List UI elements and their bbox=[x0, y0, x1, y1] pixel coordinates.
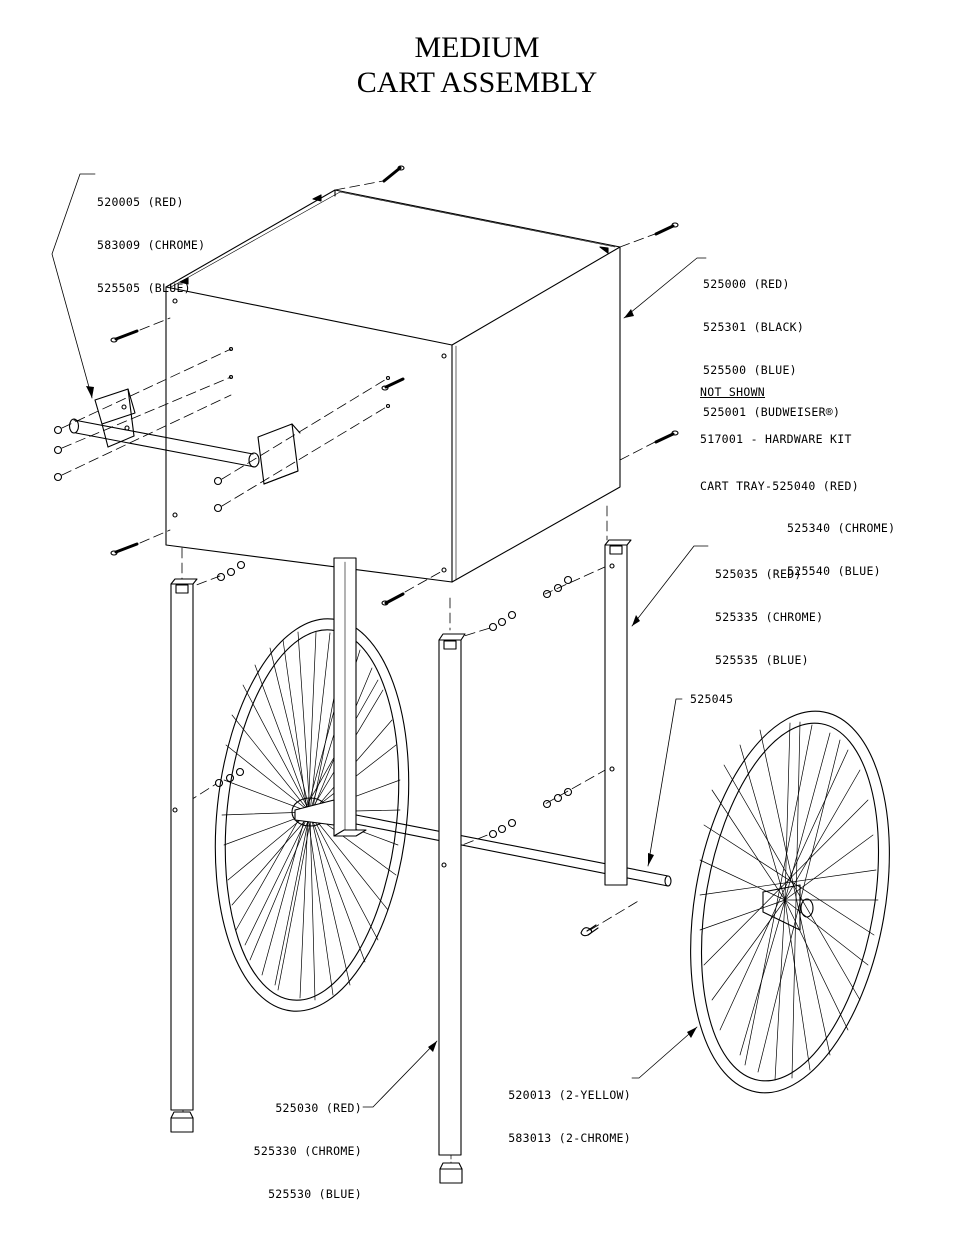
callout-wheel-line-2: 583013 (2-CHROME) bbox=[508, 1131, 631, 1146]
leader-arrowheads bbox=[86, 309, 697, 1052]
callout-axle-part-number: 525045 bbox=[690, 692, 734, 706]
leg-left bbox=[171, 579, 197, 1132]
callout-cabinet-line-4: 525001 (BUDWEISER®) bbox=[703, 405, 841, 420]
not-shown-tray-line-1: CART TRAY-525040 (RED) bbox=[700, 478, 859, 493]
callout-handle-line-2: 583009 (CHROME) bbox=[97, 238, 206, 253]
washers-and-nuts bbox=[216, 562, 572, 838]
callout-wheel-part-numbers: 520013 (2-YELLOW) 583013 (2-CHROME) bbox=[471, 1060, 631, 1174]
title-line-1: MEDIUM bbox=[414, 31, 540, 64]
callout-rear-leg-line-3: 525535 (BLUE) bbox=[715, 652, 809, 667]
callout-wheel-line-1: 520013 (2-YELLOW) bbox=[508, 1088, 631, 1103]
right-wheel bbox=[663, 695, 917, 1108]
callout-handle-line-1: 520005 (RED) bbox=[97, 195, 184, 210]
callout-leaders bbox=[52, 174, 708, 1107]
callout-front-leg-line-3: 525530 (BLUE) bbox=[268, 1186, 362, 1201]
not-shown-heading: NOT SHOWN bbox=[700, 385, 766, 400]
push-handle bbox=[70, 389, 301, 484]
callout-cabinet-line-2: 525301 (BLACK) bbox=[703, 320, 805, 335]
callout-handle-line-3: 525505 (BLUE) bbox=[97, 280, 191, 295]
diagram-title: MEDIUM CART ASSEMBLY bbox=[0, 30, 954, 100]
hardware-bolts bbox=[55, 166, 679, 605]
callout-rear-leg-part-numbers: 525035 (RED) 525335 (CHROME) 525535 (BLU… bbox=[715, 539, 823, 695]
not-shown-note: NOT SHOWN 517001 - HARDWARE KIT CART TRA… bbox=[700, 357, 895, 606]
callout-front-leg-line-1: 525030 (RED) bbox=[275, 1101, 362, 1116]
callout-front-leg-part-numbers: 525030 (RED) 525330 (CHROME) 525530 (BLU… bbox=[205, 1073, 362, 1229]
center-post bbox=[295, 558, 366, 836]
callout-cabinet-part-numbers: 525000 (RED) 525301 (BLACK) 525500 (BLUE… bbox=[703, 249, 840, 448]
callout-rear-leg-line-2: 525335 (CHROME) bbox=[715, 610, 824, 625]
callout-rear-leg-line-1: 525035 (RED) bbox=[715, 567, 802, 582]
not-shown-tray-line-3: 525540 (BLUE) bbox=[787, 563, 881, 578]
leg-front-right bbox=[439, 634, 465, 1183]
not-shown-tray-line-2: 525340 (CHROME) bbox=[787, 521, 896, 536]
callout-handle-part-numbers: 520005 (RED) 583009 (CHROME) 525505 (BLU… bbox=[97, 167, 205, 323]
cabinet-box bbox=[166, 190, 620, 582]
callout-cabinet-line-1: 525000 (RED) bbox=[703, 277, 790, 292]
cotter-pin bbox=[581, 925, 598, 936]
assembly-leader-lines bbox=[62, 181, 655, 930]
title-line-2: CART ASSEMBLY bbox=[356, 66, 598, 99]
not-shown-hardware-kit: 517001 - HARDWARE KIT bbox=[700, 432, 852, 447]
callout-front-leg-line-2: 525330 (CHROME) bbox=[253, 1144, 362, 1159]
callout-cabinet-line-3: 525500 (BLUE) bbox=[703, 362, 797, 377]
leg-rear-right bbox=[605, 540, 631, 885]
